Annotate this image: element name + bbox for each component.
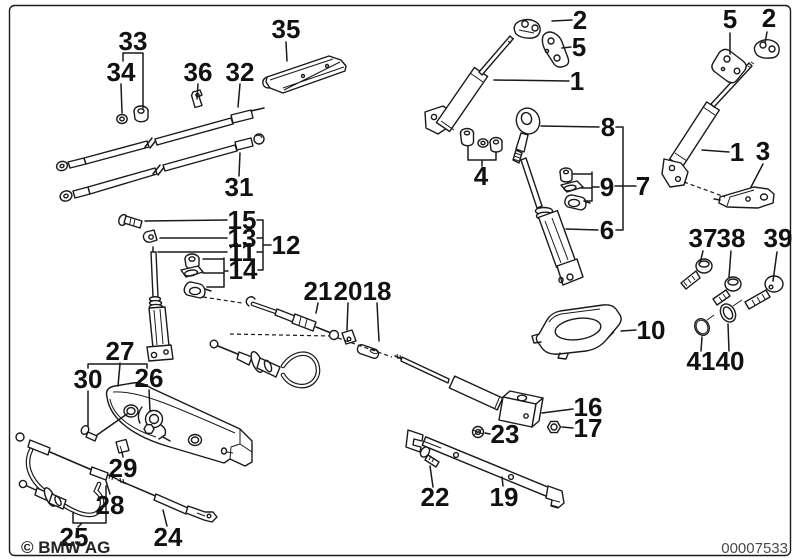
- sleeve-18-drawing: [356, 343, 380, 360]
- clevis-13-drawing: [142, 229, 158, 243]
- ring-40-drawing: [719, 299, 743, 323]
- hardware-4-drawing: [459, 127, 503, 153]
- callout-36: 36: [184, 57, 213, 87]
- callout-21: 21: [304, 276, 333, 306]
- callout-17: 17: [574, 413, 603, 443]
- bolt-39-drawing: [744, 275, 784, 310]
- callout-1-right: 1: [730, 137, 744, 167]
- shock-absorber-6-drawing: [520, 157, 584, 286]
- callout-26: 26: [135, 363, 164, 393]
- callout-24: 24: [154, 522, 183, 552]
- cable-28-25-drawing: [15, 432, 118, 518]
- bolt-15-drawing: [118, 213, 143, 229]
- bracket-3-drawing: [713, 186, 775, 209]
- callout-18: 18: [363, 276, 392, 306]
- assembly-axis-dashed-center: [202, 296, 393, 358]
- clevis-2-right-drawing: [753, 39, 780, 59]
- eyelet-8-drawing: [512, 107, 541, 164]
- callout-15: 15: [228, 205, 257, 235]
- callout-37: 37: [689, 223, 718, 253]
- callout-32: 32: [226, 57, 255, 87]
- callout-13: 13: [228, 223, 257, 253]
- callout-4: 4: [474, 161, 489, 191]
- callout-31: 31: [225, 172, 254, 202]
- screw-30-drawing: [80, 425, 98, 442]
- o-ring-41-drawing: [694, 314, 715, 336]
- callout-35: 35: [272, 14, 301, 44]
- callout-33: 33: [119, 26, 148, 56]
- callout-30: 30: [74, 364, 103, 394]
- callout-22: 22: [421, 482, 450, 512]
- bracket-5-center-drawing: [541, 31, 570, 68]
- callout-20: 20: [334, 276, 363, 306]
- assembly-axis-dashed-right: [683, 181, 726, 198]
- nut-23-drawing: [471, 425, 485, 439]
- callout-1-center: 1: [570, 66, 584, 96]
- callout-10: 10: [637, 315, 666, 345]
- gas-strut-1-right-drawing: [661, 61, 755, 188]
- bracket-5-right-drawing: [711, 48, 747, 84]
- screw-22-drawing: [419, 446, 440, 468]
- callout-19: 19: [490, 482, 519, 512]
- bracket-19-drawing: [405, 429, 565, 509]
- callout-23: 23: [491, 419, 520, 449]
- rail-35-drawing: [262, 55, 347, 94]
- callout-3: 3: [756, 136, 770, 166]
- rod-24-drawing: [117, 477, 218, 523]
- copyright-text: © BMW AG: [21, 538, 110, 557]
- callout-41: 41: [687, 346, 716, 376]
- drawing-number: 00007533: [721, 540, 788, 557]
- shock-absorber-11-drawing: [146, 246, 174, 362]
- callout-25: 25: [60, 522, 89, 552]
- callout-5-center: 5: [572, 32, 586, 62]
- washer-34-drawing: [116, 113, 128, 125]
- callout-27: 27: [106, 336, 135, 366]
- callout-2-center: 2: [573, 5, 587, 35]
- cable-21-drawing: [209, 296, 340, 389]
- callout-12: 12: [272, 230, 301, 260]
- plate-14-drawing: [180, 265, 204, 278]
- page-border: [8, 4, 792, 557]
- gas-strut-1-center-drawing: [424, 35, 515, 135]
- clip-29-drawing: [115, 438, 130, 454]
- bolt-37-drawing: [680, 258, 713, 290]
- leader-lines: [72, 19, 778, 528]
- callout-9: 9: [600, 172, 614, 202]
- callout-5-right: 5: [723, 4, 737, 34]
- callout-6: 6: [600, 215, 614, 245]
- bolt-38-drawing: [712, 276, 742, 306]
- damper-16-drawing: [394, 353, 544, 428]
- bushings-9-drawing: [559, 167, 591, 211]
- callout-28: 28: [96, 490, 125, 520]
- callout-16: 16: [574, 392, 603, 422]
- nut-33-drawing: [133, 105, 149, 123]
- callout-38: 38: [717, 223, 746, 253]
- callout-2-right: 2: [762, 3, 776, 33]
- callout-34: 34: [107, 57, 136, 87]
- callout-39: 39: [764, 223, 793, 253]
- callout-7: 7: [636, 171, 650, 201]
- callout-11: 11: [228, 237, 256, 267]
- panel-27-drawing: [105, 382, 253, 467]
- callout-29: 29: [109, 453, 138, 483]
- callout-8: 8: [601, 112, 615, 142]
- callout-40: 40: [716, 346, 745, 376]
- nut-17-drawing: [546, 420, 562, 434]
- cable-31-drawing: [59, 133, 265, 202]
- cable-32-drawing: [55, 107, 265, 172]
- clamp-14-drawing: [183, 281, 212, 299]
- callout-14: 14: [229, 255, 258, 285]
- clevis-2-center-drawing: [513, 18, 541, 39]
- plate-10-drawing: [531, 304, 622, 360]
- latch-26-drawing: [137, 406, 171, 442]
- plate-20-drawing: [341, 329, 357, 345]
